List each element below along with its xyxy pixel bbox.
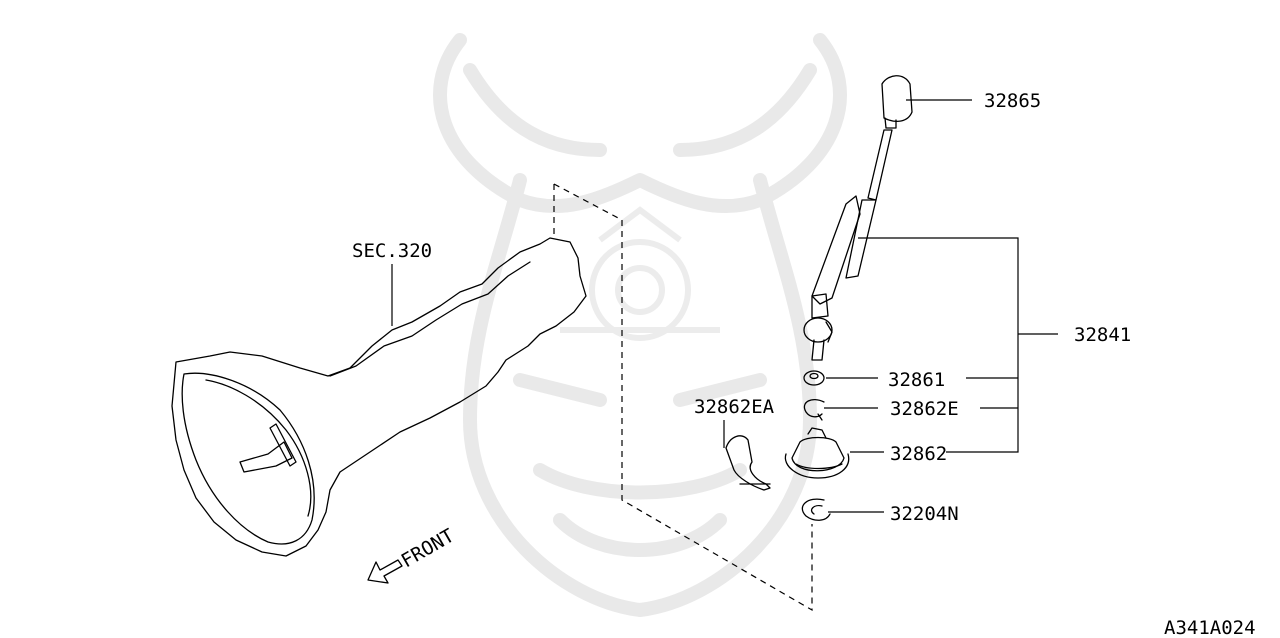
front-arrow: FRONT bbox=[367, 525, 459, 584]
callout-32862: 32862 bbox=[850, 443, 947, 465]
spring-clip bbox=[725, 435, 771, 491]
callout-32204N-label: 32204N bbox=[890, 503, 959, 525]
callout-32862E-label: 32862E bbox=[890, 398, 959, 420]
callout-32865-label: 32865 bbox=[984, 90, 1041, 112]
section-label: SEC.320 bbox=[352, 240, 432, 262]
callout-32865: 32865 bbox=[906, 90, 1041, 112]
transmission-housing bbox=[171, 237, 587, 557]
diagram-code: A341A024 bbox=[1164, 617, 1256, 638]
callout-32861: 32861 bbox=[826, 369, 945, 391]
snap-ring bbox=[803, 398, 825, 421]
callout-32861-label: 32861 bbox=[888, 369, 945, 391]
shift-boot bbox=[784, 427, 850, 479]
transmission-section-callout: SEC.320 bbox=[352, 240, 432, 326]
retaining-clip bbox=[801, 498, 831, 521]
bushing bbox=[803, 370, 825, 386]
callout-32204N: 32204N bbox=[828, 503, 959, 525]
callout-32862EA-label: 32862EA bbox=[694, 396, 775, 418]
shift-knob bbox=[881, 75, 913, 129]
callout-32862-label: 32862 bbox=[890, 443, 947, 465]
assembly-plane bbox=[553, 183, 813, 612]
watermark-logo bbox=[433, 33, 847, 617]
callout-32841-label: 32841 bbox=[1074, 324, 1131, 346]
callout-32841: 32841 bbox=[858, 237, 1131, 453]
callout-32862EA: 32862EA bbox=[694, 396, 775, 448]
front-label: FRONT bbox=[398, 525, 459, 573]
callout-32862E: 32862E bbox=[824, 398, 959, 420]
shift-lever bbox=[803, 129, 893, 361]
